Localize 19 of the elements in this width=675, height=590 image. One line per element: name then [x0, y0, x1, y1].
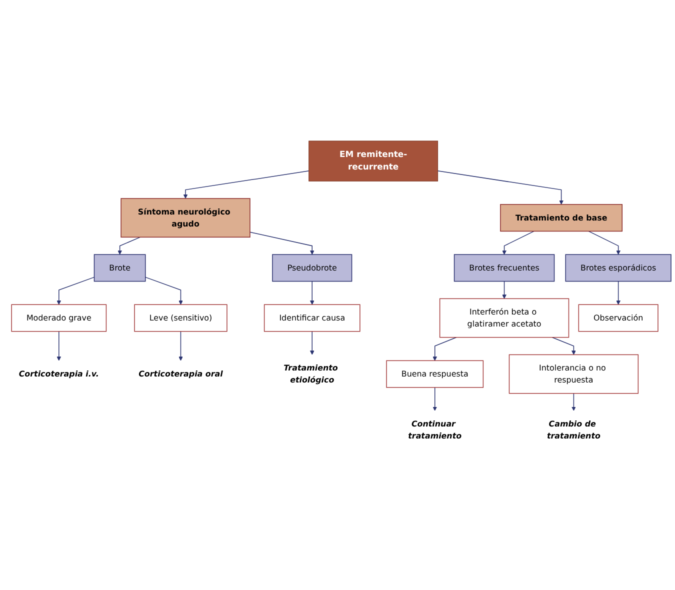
arrow [250, 232, 314, 255]
arrow [310, 330, 314, 355]
arrow [572, 392, 576, 411]
arrow [552, 336, 576, 355]
arrow [183, 170, 310, 198]
arrow [432, 336, 457, 361]
arrow [588, 230, 620, 255]
arrow [118, 236, 141, 255]
arrow [437, 170, 564, 204]
arrow [56, 330, 62, 361]
arrow [616, 280, 620, 305]
arrow [145, 276, 183, 305]
arrow [502, 280, 506, 299]
arrow [56, 276, 95, 305]
arrow [178, 330, 183, 361]
arrow [502, 230, 534, 255]
arrow [310, 280, 314, 305]
node-box: EM remitente-recurrente [308, 140, 438, 182]
arrow [432, 386, 438, 411]
